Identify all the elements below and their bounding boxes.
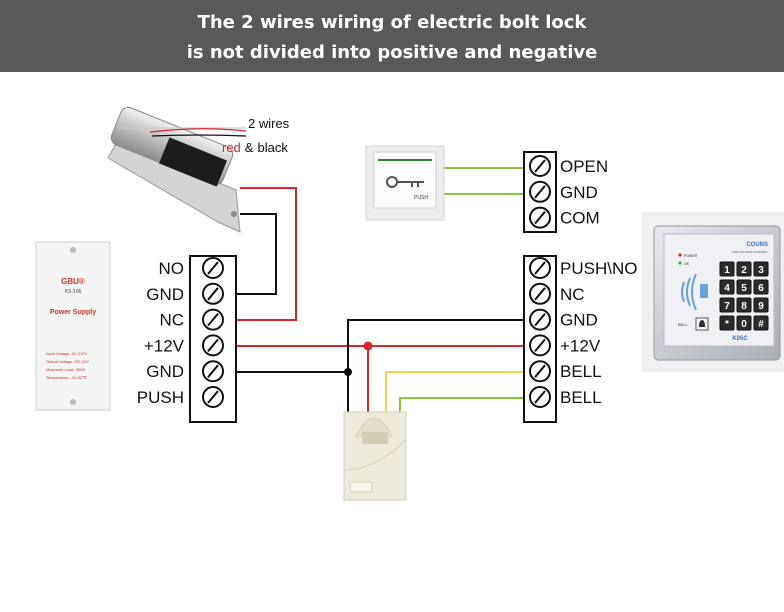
ps-brand: GBU®: [61, 277, 85, 286]
left-terminal-label-4: +12V: [144, 336, 185, 355]
title-banner: The 2 wires wiring of electric bolt lock…: [0, 0, 784, 72]
right-terminal-label-5: BELL: [560, 362, 602, 381]
keypad-key-label-3: 3: [758, 265, 764, 276]
keypad-indicator-power: POWER: [684, 254, 698, 258]
bell-yellow-wire: [385, 371, 524, 420]
left-terminal-label-6: PUSH: [137, 388, 184, 407]
ps-spec-1: Input Voltage: AC 220V: [46, 351, 88, 356]
electric-bolt-lock: 2 wires red&black: [107, 106, 290, 233]
right-terminal-block: PUSH\NO NC GND +12V BELL BELL: [523, 255, 637, 423]
left-terminal-label-1: NO: [159, 259, 185, 278]
exit-button: PUSH: [365, 145, 445, 221]
left-terminal-label-5: GND: [146, 362, 184, 381]
exit-terminal-screw-3-slot: [534, 210, 546, 225]
keypad-brand: COUNS: [746, 242, 768, 248]
ps-spec-3: Maximum Load: 36VA: [46, 367, 85, 372]
keypad-key-8[interactable]: [736, 297, 752, 313]
keypad-key-2[interactable]: [736, 261, 752, 277]
exit-terminal-screw-1-slot: [534, 159, 546, 173]
exit-terminal-screw-2-slot: [534, 185, 546, 199]
gnd-black-wire: [347, 319, 524, 420]
bell-icon: [699, 320, 705, 327]
bell-green-wire: [399, 397, 524, 420]
right-terminal-label-4: +12V: [560, 336, 601, 355]
junction-dot-black: [344, 368, 352, 376]
keypad-model: K05C: [732, 336, 748, 342]
left-terminal-screw-3-slot: [207, 312, 219, 327]
power-supply: GBU® KS-106 Power Supply Input Voltage: …: [35, 241, 111, 411]
right-terminal-screw-2-slot: [534, 287, 546, 301]
keypad-key-11[interactable]: [736, 315, 752, 331]
right-terminal-screw-5-slot: [534, 364, 546, 378]
exit-terminal-label-2: GND: [560, 183, 598, 202]
keypad-key-5[interactable]: [736, 279, 752, 295]
keypad-key-6[interactable]: [753, 279, 769, 295]
key-icon: [386, 176, 424, 188]
keypad-key-label-8: 8: [741, 301, 747, 312]
keypad-key-label-6: 6: [758, 283, 764, 294]
left-terminal-screw-6-slot: [207, 390, 219, 404]
keypad-key-label-10: *: [725, 319, 729, 330]
ps-spec-2: Output Voltage: DC 12V: [46, 359, 89, 364]
keypad-subtitle: RFID ACCESS CONTROL: [732, 250, 768, 254]
keypad-key-4[interactable]: [719, 279, 735, 295]
rfid-wave-icon: [681, 273, 708, 311]
keypad-key-label-12: #: [758, 319, 764, 330]
left-terminal-screw-4-slot: [207, 338, 219, 353]
left-terminal-screw-5-slot: [207, 364, 219, 378]
keypad-key-label-11: 0: [741, 319, 747, 330]
keypad-key-label-7: 7: [724, 301, 730, 312]
exit-terminal-label-3: COM: [560, 209, 600, 228]
left-terminal-screw-2-slot: [207, 287, 219, 301]
banner-line-2: is not divided into positive and negativ…: [186, 42, 598, 63]
right-terminal-screw-1-slot: [534, 261, 546, 275]
left-terminal-screw-1-slot: [207, 261, 219, 275]
keypad-key-9[interactable]: [753, 297, 769, 313]
wires: [236, 167, 524, 420]
left-terminal-label-3: NC: [159, 311, 184, 330]
left-terminal-label-2: GND: [146, 285, 184, 304]
exit-terminal-block: OPEN GND COM: [523, 151, 608, 233]
ps-title: Power Supply: [50, 309, 96, 316]
right-terminal-screw-4-slot: [534, 338, 546, 353]
keypad-key-label-5: 5: [741, 283, 747, 294]
exit-button-label: PUSH: [414, 195, 428, 201]
right-terminal-screw-6-slot: [534, 390, 546, 404]
keypad-key-3[interactable]: [753, 261, 769, 277]
keypad-key-10[interactable]: [719, 315, 735, 331]
keypad-key-label-4: 4: [724, 283, 730, 294]
keypad-key-1[interactable]: [719, 261, 735, 277]
keypad-key-7[interactable]: [719, 297, 735, 313]
right-terminal-label-1: PUSH\NO: [560, 259, 637, 278]
door-bell: [343, 411, 407, 501]
right-terminal-label-3: GND: [560, 311, 598, 330]
right-terminal-label-2: NC: [560, 285, 585, 304]
ps-model: KS-106: [65, 289, 82, 295]
ps-spec-4: Temperature: -20-50℃: [46, 375, 87, 380]
keypad-bell-label: BELL: [678, 322, 689, 327]
banner-line-1: The 2 wires wiring of electric bolt lock: [197, 12, 587, 33]
exit-terminal-label-1: OPEN: [560, 157, 608, 176]
bolt-wire-color-label: red&black: [222, 140, 288, 155]
junction-dot-red: [363, 341, 373, 351]
right-terminal-label-6: BELL: [560, 388, 602, 407]
diagram-canvas: 2 wires red&black GBU® KS-106 Power Supp…: [35, 106, 784, 501]
keypad-key-label-1: 1: [724, 265, 730, 276]
keypad-key-label-9: 9: [758, 301, 764, 312]
keypad-indicator-ok: OK: [684, 262, 690, 266]
right-terminal-screw-3-slot: [534, 312, 546, 327]
keypad-key-12[interactable]: [753, 315, 769, 331]
left-terminal-block: NO GND NC +12V GND PUSH: [137, 255, 237, 423]
keypad-key-label-2: 2: [741, 265, 747, 276]
bolt-wire-count-label: 2 wires: [248, 116, 290, 131]
bolt-black-wire: [236, 213, 277, 295]
bolt-red-wire: [236, 187, 297, 321]
